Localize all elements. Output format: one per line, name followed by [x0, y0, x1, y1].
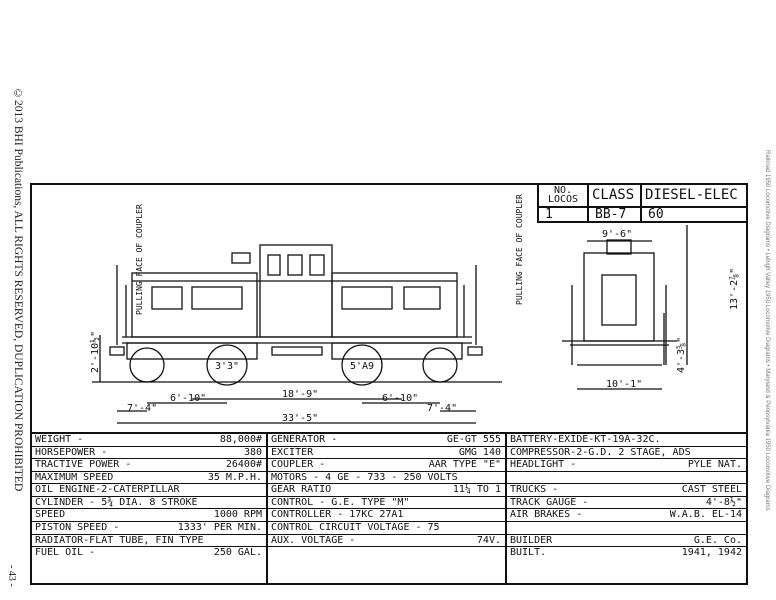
- class-header-box: NO. LOCOS 1 CLASS BB-7 DIESEL-ELEC 60: [537, 185, 746, 223]
- dim-center: 18'-9": [282, 389, 318, 400]
- page-number: - 43 -: [6, 565, 17, 587]
- spec-column-3: BATTERY-EXIDE-KT-19A-32C. COMPRESSOR-2-G…: [507, 434, 746, 585]
- spec-row: CYLINDER - 5¾ DIA. 8 STROKE: [32, 497, 266, 510]
- wheel: [129, 347, 165, 383]
- dim-truck-a: 6'-10": [170, 393, 206, 404]
- spec-row: GENERATOR -GE-GT 555: [268, 434, 505, 447]
- dim-width-bottom: 10'-1": [606, 379, 642, 390]
- end-view-body: [583, 252, 655, 342]
- spec-table: WEIGHT -88,000# HORSEPOWER -380 TRACTIVE…: [32, 432, 746, 585]
- dim-truck-b: 6'-10": [382, 393, 418, 404]
- spec-row: HORSEPOWER -380: [32, 447, 266, 460]
- dim-wheel-dia-2: 5'A9: [350, 361, 374, 372]
- dim-end-b: 7'-4": [427, 403, 457, 414]
- type-value: 60: [648, 207, 664, 222]
- class-label: CLASS: [592, 187, 635, 203]
- dim-wheel-dia: 3'3": [215, 361, 239, 372]
- spec-row: CONTROLLER - 17KC 27A1: [268, 509, 505, 523]
- wheel: [206, 344, 248, 386]
- spec-row: BUILT.1941, 1942: [510, 547, 742, 559]
- spec-row: COUPLER -AAR TYPE "E": [268, 459, 505, 472]
- type-label: DIESEL-ELEC: [645, 187, 738, 203]
- coupler-label-right: PULLING FACE OF COUPLER: [515, 194, 524, 305]
- dim-height-total: 13'-2⅞": [728, 268, 740, 310]
- cab: [259, 244, 333, 338]
- spec-row: TRUCKS -CAST STEEL: [507, 484, 746, 497]
- spec-row: CONTROL CIRCUIT VOLTAGE - 75: [268, 522, 505, 535]
- dim-height-mid: 4'-3⅝": [675, 337, 687, 373]
- wheel: [422, 347, 458, 383]
- locomotive-drawing: 2'-10½" 3'3" 5'A9 6'-10" 6'-10" 7'-4" 7'…: [89, 194, 740, 424]
- spec-row: OIL ENGINE-2-CATERPILLAR: [32, 484, 266, 497]
- spec-row: TRACK GAUGE -4'-8½": [507, 497, 746, 510]
- dim-end-a: 7'-4": [127, 403, 157, 414]
- body-long-hood-right: [331, 272, 458, 338]
- spec-row: BATTERY-EXIDE-KT-19A-32C.: [507, 434, 746, 447]
- spec-row: COMPRESSOR-2-G.D. 2 STAGE, ADS: [507, 447, 746, 460]
- locomotive-diagram-sheet: 2'-10½" 3'3" 5'A9 6'-10" 6'-10" 7'-4" 7'…: [30, 183, 748, 585]
- spec-row: HEADLIGHT -PYLE NAT.: [507, 459, 746, 472]
- no-locos-value: 1: [545, 207, 553, 222]
- spec-row: MOTORS - 4 GE - 733 - 250 VOLTS: [268, 472, 505, 485]
- dim-width-top: 9'-6": [602, 229, 632, 240]
- spec-row: WEIGHT -88,000#: [32, 434, 266, 447]
- copyright-notice: ©2013 BHI Publications, ALL RIGHTS RESER…: [12, 88, 24, 492]
- spec-row: [507, 472, 746, 485]
- spec-row: [268, 547, 505, 560]
- body-long-hood-left: [131, 272, 258, 338]
- spec-row: TRACTIVE POWER -26400#: [32, 459, 266, 472]
- spec-row: AIR BRAKES -W.A.B. EL-14: [507, 509, 746, 523]
- spec-column-1: WEIGHT -88,000# HORSEPOWER -380 TRACTIVE…: [32, 434, 268, 585]
- dim-height-low: 2'-10½": [89, 331, 101, 373]
- spec-row: PISTON SPEED -1333' PER MIN.: [32, 522, 266, 535]
- class-value: BB-7: [595, 207, 627, 222]
- series-note: Railroad 1950 Locomotive Diagrams • Lehi…: [764, 150, 770, 511]
- dim-overall: 33'-5": [282, 413, 318, 424]
- spec-row: CONTROL - G.E. TYPE "M": [268, 497, 505, 510]
- coupler-label-left: PULLING FACE OF COUPLER: [135, 204, 144, 315]
- no-locos-label: NO. LOCOS: [547, 185, 579, 205]
- spec-row: AUX. VOLTAGE -74V.: [268, 535, 505, 548]
- spec-row: FUEL OIL -250 GAL.: [35, 547, 262, 559]
- wheel: [341, 344, 383, 386]
- spec-row: [507, 522, 746, 535]
- spec-row: RADIATOR-FLAT TUBE, FIN TYPE: [32, 535, 266, 548]
